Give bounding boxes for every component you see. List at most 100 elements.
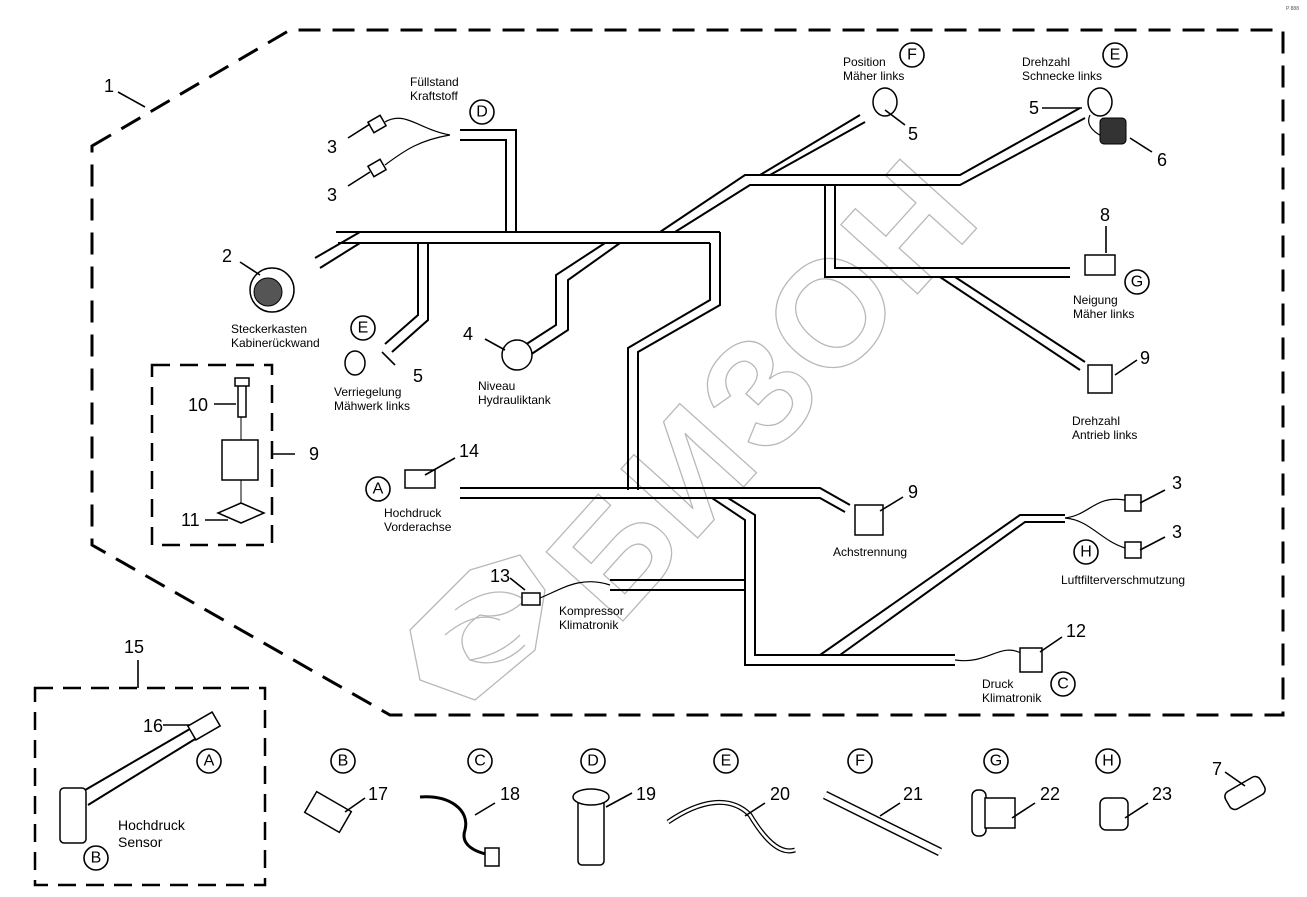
- svg-text:C: C: [1057, 676, 1069, 693]
- label-druck-1: Druck: [982, 677, 1014, 691]
- connector-13-icon: [521, 592, 541, 606]
- label-fuellstand-2: Kraftstoff: [410, 89, 458, 103]
- connector-9-right-icon: [1087, 364, 1113, 394]
- connector-6-icon: [1099, 117, 1127, 145]
- callout-5c: 5: [413, 366, 423, 386]
- circle-G-right: G: [1124, 269, 1150, 295]
- circle-E-left: E: [350, 315, 376, 341]
- callout-20: 20: [770, 784, 790, 804]
- watermark-logo-icon: [409, 554, 546, 701]
- connector-3c-icon: [1124, 494, 1142, 512]
- connector-5-right-icon: [1087, 87, 1113, 117]
- callout-18: 18: [500, 784, 520, 804]
- connector-3b-icon: [366, 158, 388, 178]
- svg-text:G: G: [990, 753, 1002, 770]
- svg-text:D: D: [476, 104, 488, 121]
- circle-G-bottom: G: [983, 748, 1009, 774]
- connector-5-top-icon: [872, 87, 898, 117]
- svg-text:G: G: [1131, 274, 1143, 291]
- callout-21: 21: [903, 784, 923, 804]
- callout-19: 19: [636, 784, 656, 804]
- kit-15-box: 15 16: [33, 637, 267, 887]
- label-hochdruck-sensor-1: Hochdruck: [118, 817, 186, 833]
- callout-3c: 3: [1172, 473, 1182, 493]
- corner-mark: P 888: [1286, 6, 1299, 12]
- callout-10: 10: [188, 395, 208, 415]
- svg-text:A: A: [204, 753, 215, 770]
- svg-text:E: E: [358, 320, 369, 337]
- circle-F-bottom: F: [847, 748, 873, 774]
- callout-9c: 9: [309, 444, 319, 464]
- label-steckerkasten-2: Kabinerückwand: [231, 336, 320, 350]
- callout-6: 6: [1157, 150, 1167, 170]
- circle-C-right: C: [1050, 671, 1076, 697]
- svg-text:B: B: [91, 850, 102, 867]
- gasket-11-icon: [216, 502, 266, 524]
- sensor-22-icon: [971, 789, 987, 837]
- svg-text:B: B: [338, 753, 349, 770]
- connector-7-icon: [1224, 775, 1266, 811]
- callout-14: 14: [459, 441, 479, 461]
- connector-16-icon: [186, 711, 222, 741]
- harness-outline: [90, 28, 1285, 717]
- label-drehzahl-antrieb-2: Antrieb links: [1072, 428, 1137, 442]
- label-drehzahl-antrieb-1: Drehzahl: [1072, 414, 1120, 428]
- label-kompressor-2: Klimatronik: [559, 618, 619, 632]
- connector-5-left-icon: [344, 350, 366, 376]
- callout-3d: 3: [1172, 522, 1182, 542]
- svg-text:D: D: [587, 753, 599, 770]
- circle-letters: D F E E G A H C A B B C D E F G H: [83, 42, 1150, 871]
- circle-B-bottom: B: [330, 748, 356, 774]
- callout-16: 16: [143, 716, 163, 736]
- svg-text:C: C: [474, 753, 486, 770]
- watermark: БИЗОН: [409, 126, 1010, 701]
- callout-17: 17: [368, 784, 388, 804]
- circle-D-bottom: D: [580, 748, 606, 774]
- label-luftfilter: Luftfilterverschmutzung: [1061, 573, 1185, 587]
- svg-text:E: E: [721, 753, 732, 770]
- label-niveau-1: Niveau: [478, 379, 515, 393]
- label-hochdruck-va-1: Hochdruck: [384, 506, 442, 520]
- callout-2: 2: [222, 246, 232, 266]
- label-position-2: Mäher links: [843, 69, 904, 83]
- callout-23: 23: [1152, 784, 1172, 804]
- svg-text:H: H: [1080, 544, 1092, 561]
- circle-A-mid: A: [365, 476, 391, 502]
- sensor-17-icon: [303, 790, 353, 834]
- label-druck-2: Klimatronik: [982, 691, 1042, 705]
- callout-4: 4: [463, 324, 473, 344]
- svg-text:F: F: [907, 47, 917, 64]
- label-verriegelung-1: Verriegelung: [334, 385, 401, 399]
- connector-12-icon: [1019, 647, 1043, 673]
- label-hochdruck-sensor-2: Sensor: [118, 834, 163, 850]
- circle-C-bottom: C: [467, 748, 493, 774]
- callout-7: 7: [1212, 759, 1222, 779]
- circle-E-top: E: [1102, 42, 1128, 68]
- sensor-16-body-icon: [59, 787, 87, 844]
- callout-8: 8: [1100, 205, 1110, 225]
- callout-3a: 3: [327, 137, 337, 157]
- circle-D-top: D: [469, 99, 495, 125]
- callout-3b: 3: [327, 185, 337, 205]
- label-neigung-1: Neigung: [1073, 293, 1118, 307]
- label-achstrennung: Achstrennung: [833, 545, 907, 559]
- callout-22: 22: [1040, 784, 1060, 804]
- svg-text:F: F: [855, 753, 865, 770]
- callout-15: 15: [124, 637, 144, 657]
- callout-numbers: 2 3 3 5 5 6 8 5 4 9 14 9 3 3 13 12: [222, 98, 1182, 653]
- connector-4-icon: [501, 339, 533, 371]
- bolt-10-icon: [237, 381, 247, 418]
- location-labels: Füllstand Kraftstoff Position Mäher link…: [118, 55, 1185, 850]
- wires: [384, 114, 1126, 662]
- kit-9-box: 9 10 11: [150, 363, 319, 547]
- callout-9a: 9: [1140, 348, 1150, 368]
- callout-9b: 9: [908, 482, 918, 502]
- label-steckerkasten-1: Steckerkasten: [231, 322, 307, 336]
- label-drehzahl-schnecke-1: Drehzahl: [1022, 55, 1070, 69]
- connector-3a-icon: [366, 114, 388, 134]
- svg-text:A: A: [373, 481, 384, 498]
- label-niveau-2: Hydrauliktank: [478, 393, 552, 407]
- svg-text:E: E: [1110, 47, 1121, 64]
- callout-1: 1: [104, 76, 114, 96]
